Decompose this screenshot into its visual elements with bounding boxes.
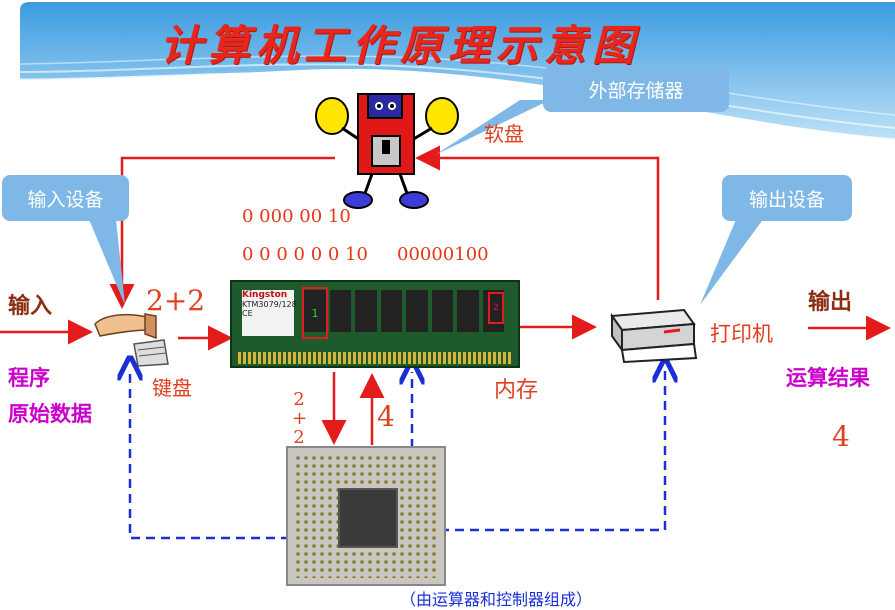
input-device-callout-pointer (85, 210, 125, 305)
external-storage-callout: 外部存储器 (543, 66, 729, 112)
printer-icon (610, 308, 698, 364)
control-to-keyboard-line (130, 368, 290, 540)
floppy-label: 软盘 (484, 122, 524, 146)
flow-arrows (0, 145, 891, 540)
raw-data-label: 原始数据 (8, 402, 92, 426)
result-value: 4 (832, 420, 850, 453)
output-label: 输出 (808, 290, 853, 315)
memory-cell-highlight: 1 (302, 287, 328, 339)
cpu-core (338, 488, 398, 548)
binary-line-1: 0 000 00 10 (242, 206, 351, 227)
printer-to-floppy-arrow (415, 145, 660, 300)
program-label: 程序 (8, 366, 50, 390)
keyboard-hand-icon (94, 313, 169, 367)
memory-label: 内存 (494, 378, 539, 403)
diagram-title: 计算机工作原理示意图 (160, 21, 641, 70)
binary-line-3: 00000100 (397, 244, 489, 265)
memory-brand-sticker: Kingston KTM3079/128 CE (242, 290, 297, 336)
output-device-callout-pointer (700, 210, 770, 305)
memory-module: Kingston KTM3079/128 CE 1 2 (230, 280, 520, 368)
floppy-disk-character (315, 93, 459, 209)
memory-chip-row (304, 290, 504, 332)
to-cpu-expression: 2+2 (292, 389, 308, 448)
external-storage-callout-pointer (435, 100, 550, 155)
result-label: 运算结果 (786, 366, 870, 390)
floppy-to-keyboard-arrow (109, 156, 335, 309)
input-device-callout: 输入设备 (2, 175, 129, 221)
cpu-caption: （由运算器和控制器组成） (400, 590, 593, 609)
keyboard-label: 键盘 (152, 376, 192, 400)
printer-label: 打印机 (710, 322, 773, 346)
cpu-chip (286, 446, 446, 586)
memory-cell-highlight-2: 2 (488, 292, 504, 324)
control-to-printer-line (440, 370, 665, 532)
input-label: 输入 (8, 294, 53, 319)
binary-line-2: 0 0 0 0 0 0 10 (242, 244, 368, 265)
input-expression: 2+2 (146, 284, 206, 317)
memory-gold-contacts (238, 352, 512, 364)
from-cpu-value: 4 (377, 400, 395, 433)
output-device-callout: 输出设备 (722, 175, 852, 221)
